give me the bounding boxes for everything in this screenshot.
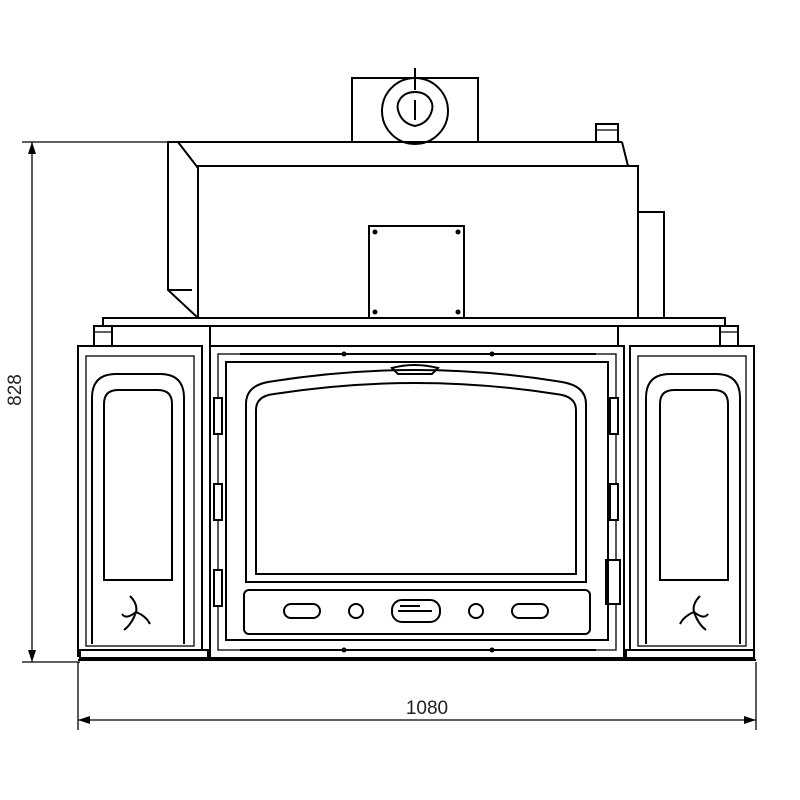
- door-leaf: [225, 361, 609, 641]
- right-side-panel: [625, 345, 755, 659]
- air-control-slider-lever: [398, 605, 432, 612]
- top-plate-lower: [209, 325, 619, 347]
- access-panel-screw-br: [455, 309, 461, 315]
- left-panel-window: [103, 389, 173, 581]
- air-control-panel: [243, 589, 591, 635]
- right-panel-scroll-ornament: [679, 595, 709, 631]
- left-panel-inner-frame: [85, 355, 195, 647]
- height-dimension: 828: [5, 141, 168, 663]
- glass-surround: [245, 369, 587, 583]
- flue-collar: [351, 68, 479, 145]
- top-body-right-block: [637, 211, 665, 319]
- left-panel-scroll-ornament: [121, 595, 151, 631]
- air-knob-right: [468, 603, 484, 619]
- door-hinge-upper: [213, 397, 223, 435]
- right-panel-outer: [629, 345, 755, 657]
- top-body-top-right-edge: [621, 141, 629, 167]
- left-panel-arch: [91, 373, 185, 644]
- door-latch-upper: [609, 397, 619, 435]
- access-panel-screw-bl: [372, 309, 378, 315]
- door-glass: [255, 382, 577, 575]
- door-rail-rivet-2: [489, 351, 495, 357]
- damper-knob: [396, 90, 434, 128]
- width-arrow-right: [744, 716, 756, 724]
- top-right-vent-pipe: [595, 123, 619, 143]
- air-knob-left: [348, 603, 364, 619]
- top-plate: [93, 317, 739, 359]
- right-panel-base: [625, 649, 755, 659]
- door-rail-rivet-1: [341, 351, 347, 357]
- access-panel-screw-tl: [372, 229, 378, 235]
- top-body-main-box: [197, 165, 639, 319]
- right-panel-inner-frame: [637, 355, 747, 647]
- width-dimension-label: 1080: [406, 698, 448, 719]
- top-body: [167, 123, 665, 321]
- top-plate-upper: [102, 317, 726, 327]
- access-panel-screw-tr: [455, 229, 461, 235]
- height-dimension-label: 828: [5, 374, 26, 406]
- left-panel-base: [79, 649, 209, 659]
- door-logo-badge: [390, 364, 440, 375]
- door-hinge-lower: [213, 569, 223, 607]
- door-latch-middle: [609, 483, 619, 521]
- air-control-slider: [391, 599, 441, 623]
- height-arrow-top: [28, 142, 36, 154]
- height-arrow-bottom: [28, 650, 36, 662]
- fire-door: [209, 345, 625, 659]
- door-bottom-rivet-2: [489, 647, 495, 653]
- door-latch-handle: [605, 559, 621, 605]
- right-panel-arch: [645, 373, 741, 644]
- door-bottom-rivet-1: [341, 647, 347, 653]
- width-dimension: 1080: [77, 662, 757, 730]
- air-slot-right: [511, 603, 549, 619]
- top-body-left-side: [167, 141, 199, 321]
- left-side-panel: [77, 345, 209, 659]
- width-arrow-left: [78, 716, 90, 724]
- air-slot-left: [283, 603, 321, 619]
- door-hinge-middle: [213, 483, 223, 521]
- right-panel-window: [659, 389, 729, 581]
